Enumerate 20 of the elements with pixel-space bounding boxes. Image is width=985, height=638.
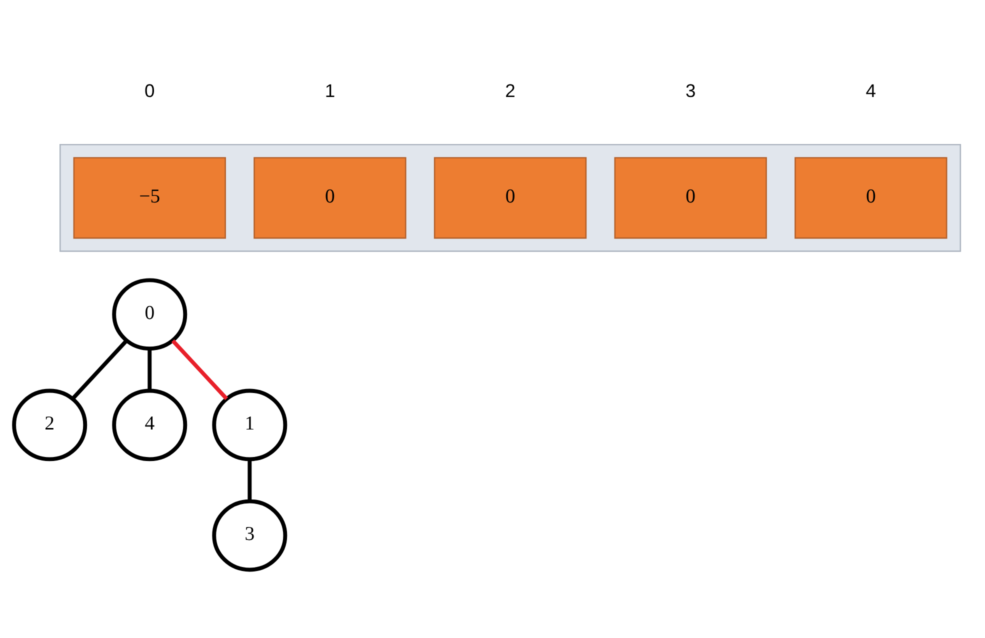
node-circle: 4: [112, 388, 188, 462]
node-label: 4: [866, 80, 876, 101]
node-circle: 1: [212, 388, 288, 462]
node-box: 0: [794, 157, 948, 239]
node-label: 3: [685, 80, 696, 101]
node-circle: 3: [212, 499, 288, 572]
cluster: [59, 144, 962, 252]
connector: [171, 339, 228, 400]
connector: [71, 339, 128, 400]
node-label: 0: [144, 80, 155, 101]
node-label: 1: [324, 80, 336, 101]
node-box: 0: [254, 157, 406, 239]
node-box: 0: [434, 157, 587, 239]
connector: [248, 459, 252, 502]
node-box: −5: [73, 157, 226, 239]
node-box: 0: [614, 157, 767, 239]
node-circle: 0: [112, 278, 188, 351]
node-circle: 2: [12, 388, 88, 462]
node-label: 2: [505, 80, 516, 101]
connector: [148, 348, 152, 390]
